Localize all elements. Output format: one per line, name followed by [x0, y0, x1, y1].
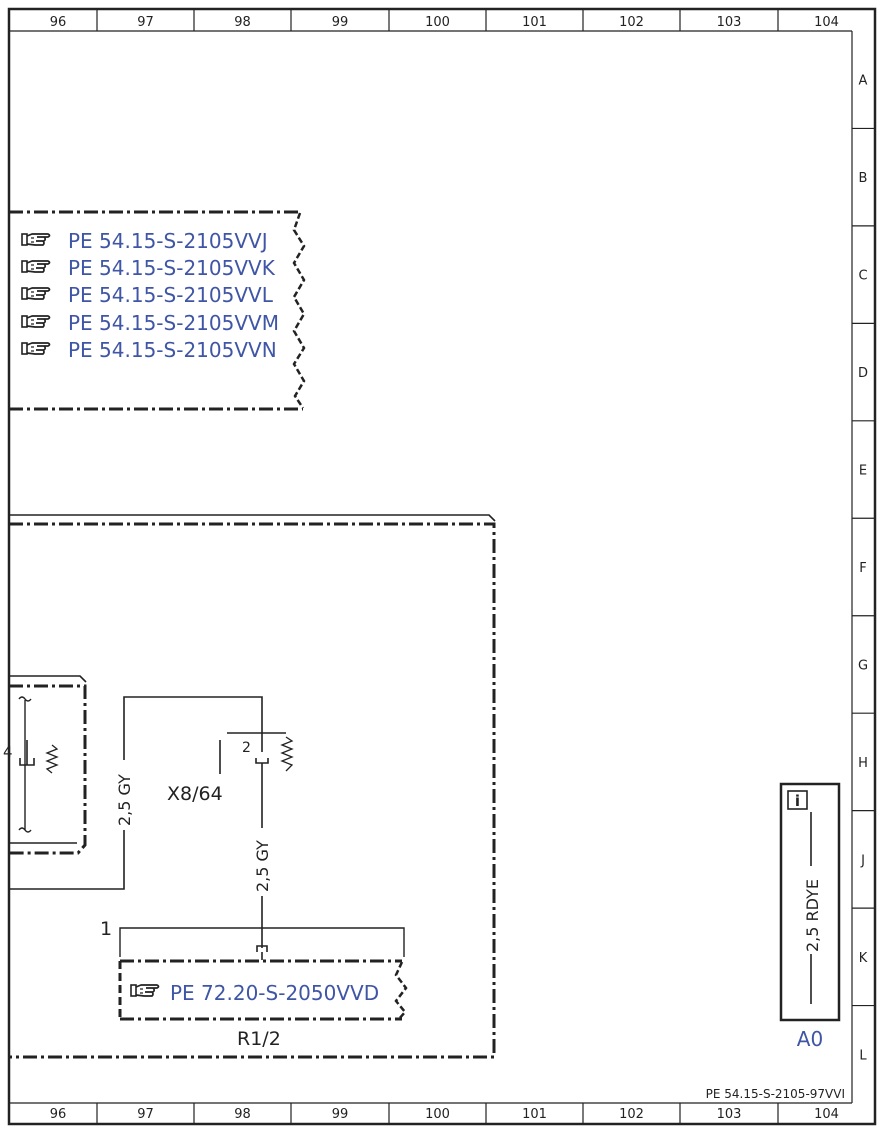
- sheet-frame: [7, 7, 877, 1126]
- column-label-top: 97: [137, 15, 154, 30]
- column-label-top: 98: [234, 15, 251, 30]
- column-label-bottom: 101: [522, 1107, 547, 1122]
- pointing-hand-icon: [21, 287, 51, 300]
- row-label: C: [858, 269, 867, 284]
- column-label-bottom: 96: [50, 1107, 67, 1122]
- wire-center-gy[interactable]: 2,5 GY: [251, 763, 273, 948]
- component-ref-link[interactable]: PE 72.20-S-2050VVD: [130, 981, 379, 1005]
- column-label-top: 96: [50, 15, 67, 30]
- ref-link-label: PE 54.15-S-2105VVN: [68, 338, 277, 362]
- connector-pin-number: 2: [242, 740, 251, 756]
- column-label-bottom: 97: [137, 1107, 154, 1122]
- row-label: E: [859, 464, 867, 479]
- column-label-top: 104: [814, 15, 839, 30]
- column-label-bottom: 104: [814, 1107, 839, 1122]
- column-label-top: 103: [717, 15, 742, 30]
- svg-text:i: i: [795, 792, 800, 810]
- column-ruler: 96 96 97 97 98 98 99 99 100 100 101 101 102 102 103 103…: [50, 9, 839, 1124]
- pointing-hand-icon: [21, 233, 51, 246]
- left-pin-number: 4: [3, 743, 13, 761]
- wire-label-center: 2,5 GY: [253, 840, 272, 892]
- reference-box-top: PE 54.15-S-2105VVJ PE 54.15-S-2105VVK PE…: [9, 210, 306, 411]
- pointing-hand-icon: [130, 984, 160, 997]
- ref-link-5[interactable]: PE 54.15-S-2105VVN: [21, 338, 277, 362]
- ref-link-label: PE 54.15-S-2105VVK: [68, 256, 276, 280]
- column-label-bottom: 103: [717, 1107, 742, 1122]
- row-label: D: [858, 366, 868, 381]
- row-label: H: [858, 756, 868, 771]
- row-label: J: [860, 853, 865, 868]
- column-label-top: 100: [425, 15, 450, 30]
- row-label: K: [859, 951, 868, 966]
- wire-left-gy[interactable]: 2,5 GY: [9, 696, 263, 890]
- column-label-bottom: 99: [332, 1107, 349, 1122]
- info-target-link[interactable]: A0: [797, 1027, 823, 1051]
- column-label-top: 102: [619, 15, 644, 30]
- left-component-box: 4: [3, 675, 87, 855]
- column-label-bottom: 100: [425, 1107, 450, 1122]
- connector-x8-64[interactable]: 2 X8/64: [167, 732, 294, 805]
- row-ruler: A B C D E F G H J K L: [852, 74, 875, 1063]
- column-label-top: 99: [332, 15, 349, 30]
- component-ref-link-label: PE 72.20-S-2050VVD: [170, 981, 379, 1005]
- ref-link-label: PE 54.15-S-2105VVJ: [68, 229, 268, 253]
- column-label-bottom: 98: [234, 1107, 251, 1122]
- ref-link-label: PE 54.15-S-2105VVL: [68, 283, 274, 307]
- connector-name: X8/64: [167, 783, 223, 805]
- ref-link-3[interactable]: PE 54.15-S-2105VVL: [21, 283, 274, 307]
- row-label: B: [859, 171, 868, 186]
- row-label: G: [858, 658, 868, 673]
- ref-link-label: PE 54.15-S-2105VVM: [68, 311, 279, 335]
- component-r1-2[interactable]: 1 PE 72.20-S-2050VVD R1/2: [100, 918, 408, 1050]
- row-label: A: [859, 74, 868, 89]
- info-icon[interactable]: i: [787, 790, 808, 810]
- component-pin-number: 1: [100, 918, 112, 940]
- component-name: R1/2: [237, 1028, 281, 1050]
- column-label-bottom: 102: [619, 1107, 644, 1122]
- ref-link-2[interactable]: PE 54.15-S-2105VVK: [21, 256, 276, 280]
- pointing-hand-icon: [21, 315, 51, 328]
- info-box[interactable]: i 2,5 RDYE A0: [779, 782, 841, 1051]
- device-boundary-box: [9, 514, 496, 1059]
- column-label-top: 101: [522, 15, 547, 30]
- document-id: PE 54.15-S-2105-97VVI: [706, 1087, 845, 1101]
- wire-label-left: 2,5 GY: [115, 774, 134, 826]
- row-label: L: [859, 1048, 867, 1063]
- ref-link-4[interactable]: PE 54.15-S-2105VVM: [21, 311, 279, 335]
- pointing-hand-icon: [21, 342, 51, 355]
- ref-link-1[interactable]: PE 54.15-S-2105VVJ: [21, 229, 268, 253]
- pointing-hand-icon: [21, 260, 51, 273]
- wire-label-info: 2,5 RDYE: [803, 879, 822, 952]
- row-label: F: [859, 561, 866, 576]
